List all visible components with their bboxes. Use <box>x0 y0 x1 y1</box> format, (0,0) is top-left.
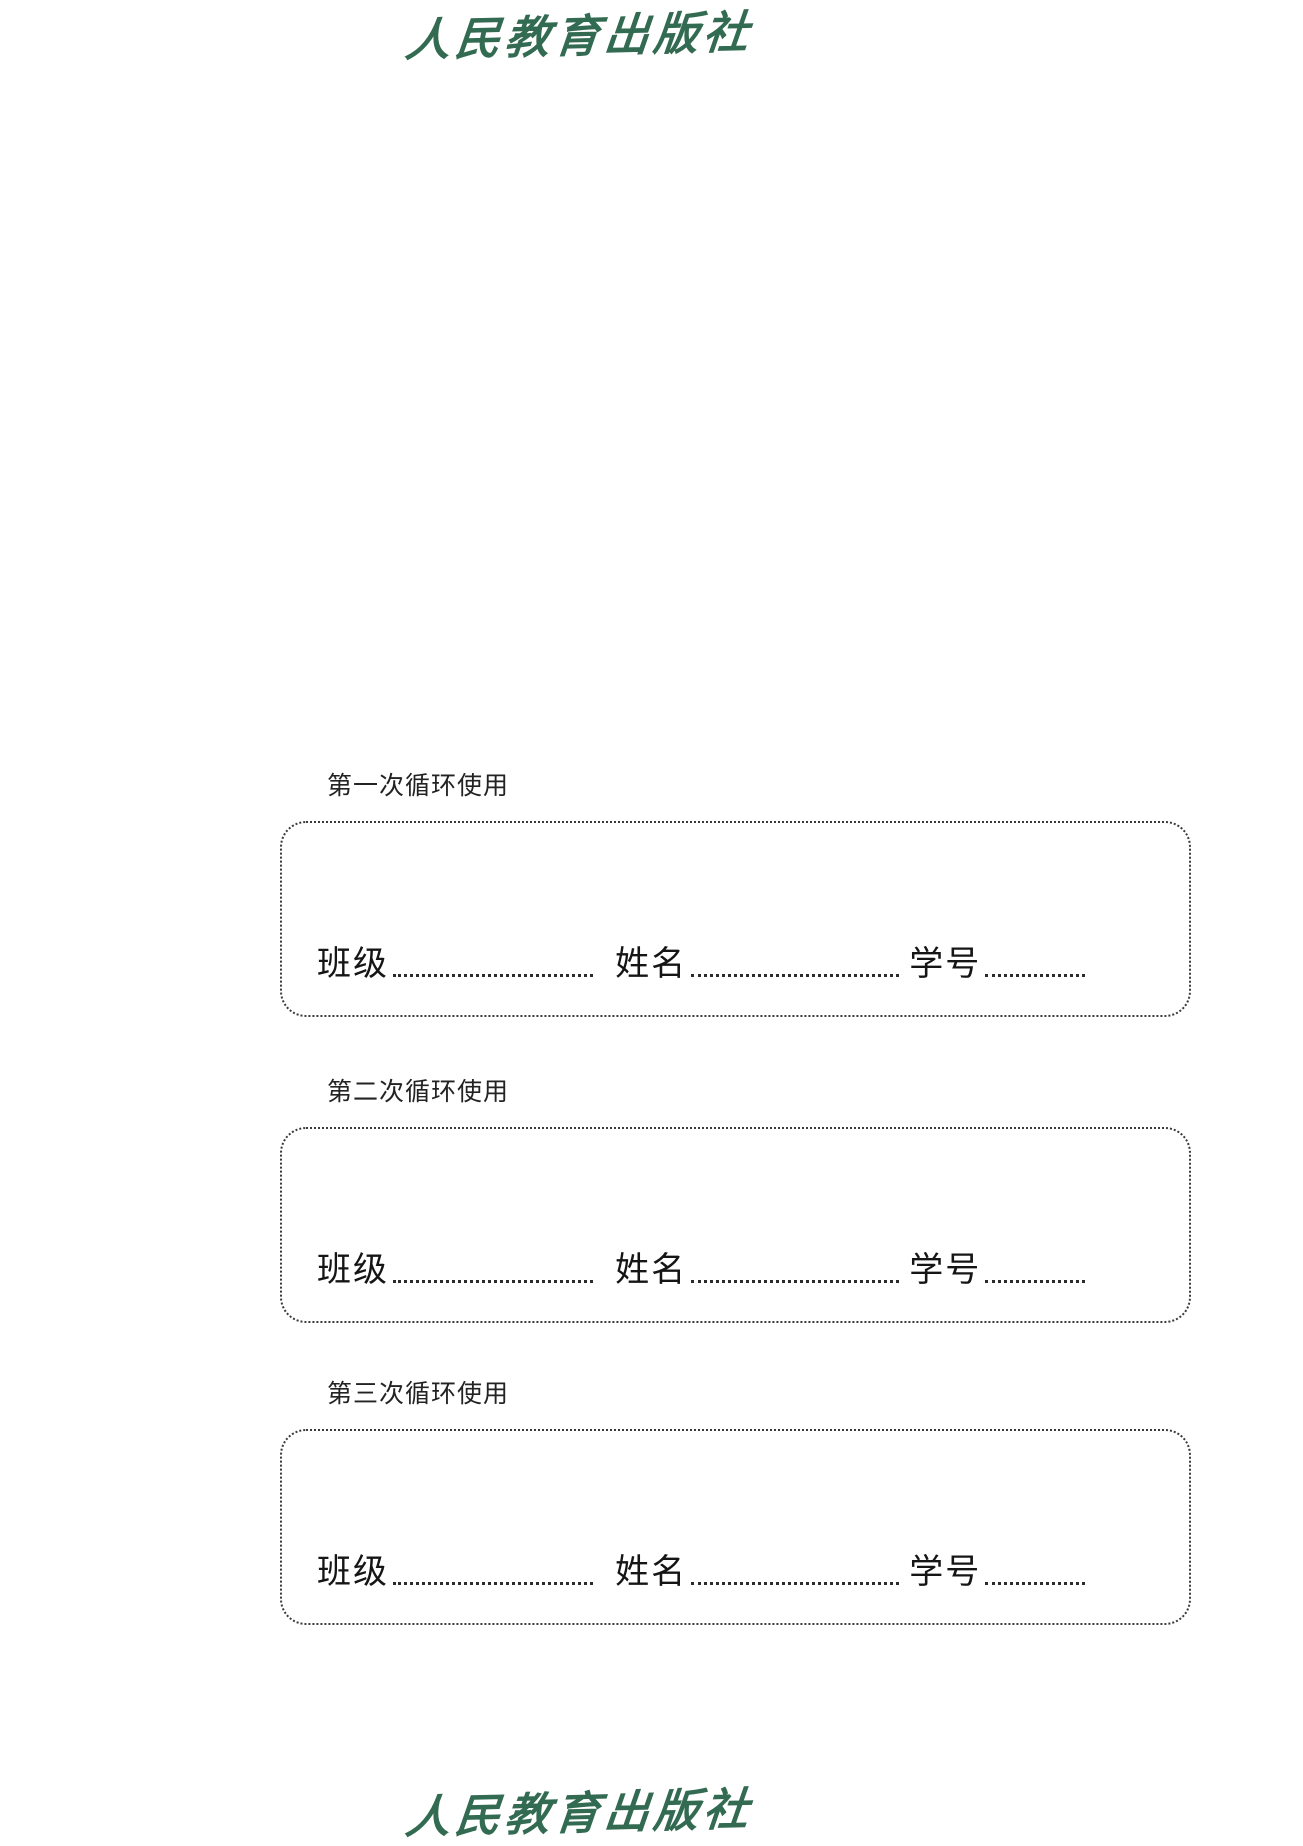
field-label-class-2: 班级 <box>317 1252 390 1290</box>
cycle-box-2: 班级 姓名 学号 <box>280 1127 1191 1323</box>
cycle-caption-3: 第三次循环使用 <box>327 1381 510 1408</box>
cycle-box-1: 班级 姓名 学号 <box>280 821 1191 1017</box>
cycle-caption-2: 第二次循环使用 <box>327 1079 510 1106</box>
field-name-1[interactable]: 姓名 <box>615 946 900 984</box>
field-input-class-3[interactable] <box>393 1582 594 1585</box>
field-id-1[interactable]: 学号 <box>909 946 1086 984</box>
publisher-calligraphy-logo-header: 人民教育出版社 <box>403 7 756 66</box>
field-class-1[interactable]: 班级 <box>317 946 594 984</box>
field-input-id-3[interactable] <box>985 1582 1086 1585</box>
field-label-name-3: 姓名 <box>615 1554 688 1592</box>
field-input-class-1[interactable] <box>393 974 594 977</box>
cycle-fields-3: 班级 姓名 学号 <box>282 1539 1189 1591</box>
cycle-fields-2: 班级 姓名 学号 <box>282 1237 1189 1289</box>
field-input-name-2[interactable] <box>691 1280 900 1283</box>
field-name-2[interactable]: 姓名 <box>615 1252 900 1290</box>
field-label-class-1: 班级 <box>317 946 390 984</box>
publisher-calligraphy-logo-footer: 人民教育出版社 <box>403 1784 756 1843</box>
cycle-caption-1: 第一次循环使用 <box>327 773 510 800</box>
field-label-id-1: 学号 <box>909 946 982 984</box>
cycle-box-3: 班级 姓名 学号 <box>280 1429 1191 1625</box>
field-id-2[interactable]: 学号 <box>909 1252 1086 1290</box>
field-label-name-1: 姓名 <box>615 946 688 984</box>
field-input-name-3[interactable] <box>691 1582 900 1585</box>
cycle-fields-1: 班级 姓名 学号 <box>282 931 1189 983</box>
field-class-2[interactable]: 班级 <box>317 1252 594 1290</box>
field-id-3[interactable]: 学号 <box>909 1554 1086 1592</box>
field-input-id-1[interactable] <box>985 974 1086 977</box>
field-label-id-2: 学号 <box>909 1252 982 1290</box>
field-input-id-2[interactable] <box>985 1280 1086 1283</box>
field-label-name-2: 姓名 <box>615 1252 688 1290</box>
field-class-3[interactable]: 班级 <box>317 1554 594 1592</box>
field-label-id-3: 学号 <box>909 1554 982 1592</box>
field-input-class-2[interactable] <box>393 1280 594 1283</box>
field-name-3[interactable]: 姓名 <box>615 1554 900 1592</box>
field-label-class-3: 班级 <box>317 1554 390 1592</box>
field-input-name-1[interactable] <box>691 974 900 977</box>
